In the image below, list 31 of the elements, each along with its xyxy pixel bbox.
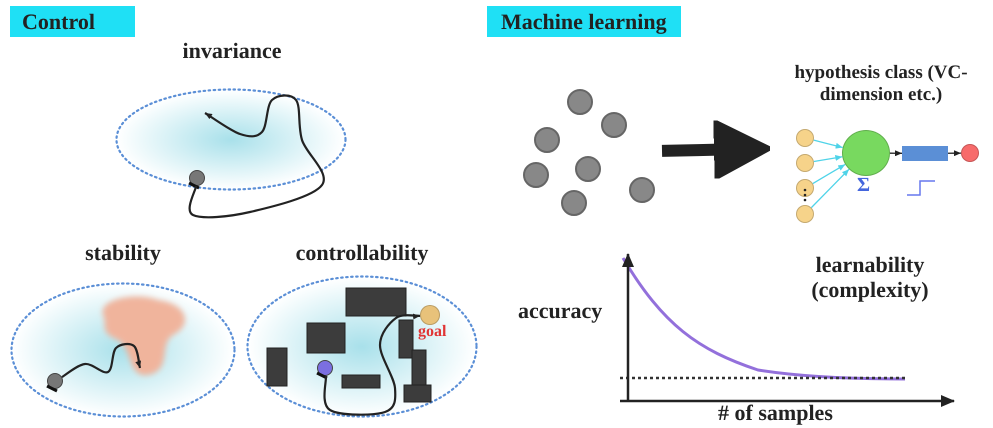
activation-block — [902, 146, 948, 161]
goal-label: goal — [418, 324, 446, 340]
arrow — [812, 164, 846, 184]
arrow — [662, 118, 772, 181]
agent-icon — [45, 371, 65, 391]
arrow — [810, 168, 850, 208]
region-title: invariance — [182, 38, 282, 64]
input-neuron — [796, 179, 814, 197]
chart-title: learnability (complexity) — [810, 252, 930, 303]
region-title: stability — [84, 240, 162, 266]
input-neuron — [796, 205, 814, 223]
input-neuron — [796, 154, 814, 172]
sigma-symbol: Σ — [857, 175, 870, 195]
arrow — [814, 140, 843, 149]
trajectory-arrow — [188, 94, 325, 218]
arrow — [948, 150, 961, 156]
section-tag: Control — [10, 6, 135, 38]
region-title: controllability — [294, 240, 430, 266]
trajectory-arrow — [61, 342, 142, 378]
agent-icon — [315, 358, 335, 378]
summation-neuron — [842, 130, 890, 176]
arrow — [890, 150, 902, 156]
output-neuron — [961, 144, 979, 162]
axis-label: # of samples — [718, 400, 833, 426]
trajectory-arrow — [323, 313, 420, 416]
axis-label: accuracy — [518, 298, 602, 324]
input-neuron — [796, 129, 814, 147]
region-title: hypothesis class (VC-dimension etc.) — [793, 62, 969, 106]
agent-icon — [187, 168, 207, 188]
section-tag: Machine learning — [487, 6, 681, 38]
arrow — [814, 154, 842, 162]
